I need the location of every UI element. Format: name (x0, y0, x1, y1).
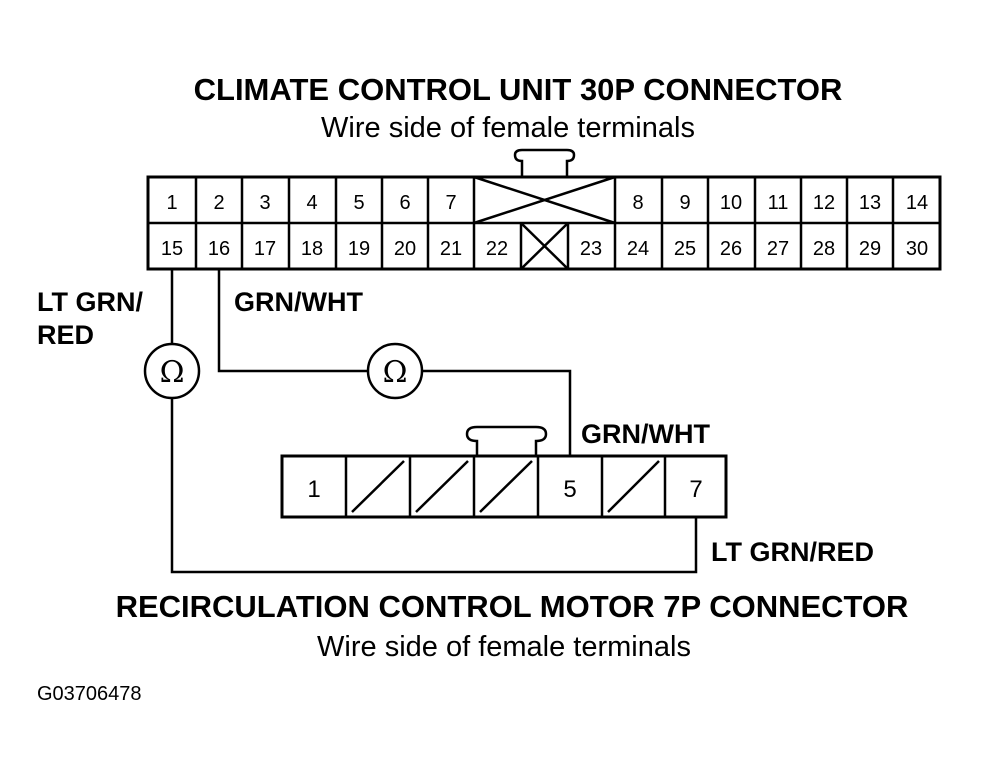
pin-label: 9 (679, 192, 690, 214)
pin-label: 12 (813, 192, 835, 214)
wire-grn-wht (217, 269, 572, 456)
pin-label: 21 (440, 238, 462, 260)
pin-label: 5 (563, 476, 576, 503)
wire-label-grn-wht-right: GRN/WHT (581, 419, 710, 449)
pin-label: 13 (859, 192, 881, 214)
pin-label: 23 (580, 238, 602, 260)
pin-label: 26 (720, 238, 742, 260)
pin-label: 18 (301, 238, 323, 260)
pin-label: 22 (486, 238, 508, 260)
wire-label-lt-grn-red-left: LT GRN/ (37, 287, 143, 317)
pin-label: 3 (259, 192, 270, 214)
pin-label: 28 (813, 238, 835, 260)
blocked-cavity-bottom (520, 222, 569, 270)
pin-label: 14 (906, 192, 928, 214)
wire-label-grn-wht-top: GRN/WHT (234, 287, 363, 317)
pin-label: 27 (767, 238, 789, 260)
pin-label: 1 (166, 192, 177, 214)
pin-label: 5 (353, 192, 364, 214)
ohm-icon: Ω (383, 355, 408, 390)
pin-label: 7 (689, 476, 702, 503)
pin-label: 11 (768, 192, 789, 214)
wire-label-lt-grn-red-left: RED (37, 320, 94, 350)
bottom-connector-title: RECIRCULATION CONTROL MOTOR 7P CONNECTOR (116, 589, 909, 624)
ohmmeter-1: Ω (143, 342, 201, 400)
pin-label: 19 (348, 238, 370, 260)
bottom-connector-subtitle: Wire side of female terminals (317, 631, 691, 663)
top-connector-title: CLIMATE CONTROL UNIT 30P CONNECTOR (194, 72, 843, 107)
pin-label: 30 (906, 238, 928, 260)
pin-label: 2 (213, 192, 224, 214)
pin-label: 25 (674, 238, 696, 260)
pin-label: 10 (720, 192, 742, 214)
pin-label: 8 (632, 192, 643, 214)
wire-lt-grn-red (170, 269, 698, 574)
wire-label-lt-grn-red-bottom: LT GRN/RED (711, 537, 874, 567)
pin-label: 4 (306, 192, 317, 214)
pin-label: 24 (627, 238, 649, 260)
bottom-connector: 1 5 7 (280, 425, 728, 519)
pin-label: 17 (254, 238, 276, 260)
pin-label: 7 (445, 192, 456, 214)
pin-label: 20 (394, 238, 416, 260)
pin-label: 6 (399, 192, 410, 214)
pin-label: 29 (859, 238, 881, 260)
ohmmeter-2: Ω (366, 342, 424, 400)
ohm-icon: Ω (160, 355, 185, 390)
pin-label: 15 (161, 238, 183, 260)
blocked-cavity-top (473, 175, 616, 225)
figure-code: G03706478 (37, 683, 142, 705)
top-connector-subtitle: Wire side of female terminals (321, 112, 695, 144)
pin-label: 16 (208, 238, 230, 260)
pin-label: 1 (307, 476, 320, 503)
top-connector: 1 2 3 4 5 6 7 8 9 10 11 12 13 14 15 16 1… (146, 148, 942, 271)
